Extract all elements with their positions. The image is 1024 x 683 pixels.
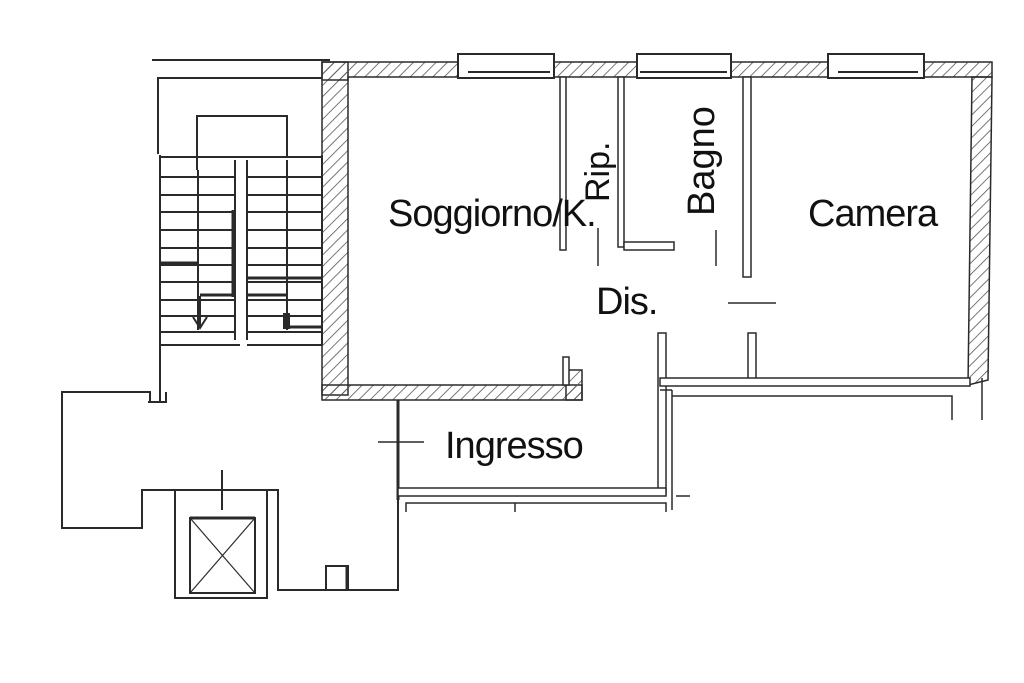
elevator-shaft (174, 470, 268, 599)
window-bagno (636, 53, 732, 79)
room-label-soggiorno: Soggiorno/K. (388, 193, 597, 235)
window-soggiorno (457, 53, 555, 79)
room-label-dis: Dis. (596, 281, 658, 323)
window-camera (827, 53, 925, 79)
staircase (148, 59, 330, 403)
room-label-ingresso: Ingresso (445, 425, 584, 467)
windows (457, 53, 925, 79)
landing-area (61, 391, 400, 591)
door-marks (378, 228, 983, 512)
room-label-bagno: Bagno (681, 106, 723, 216)
partition-walls (397, 76, 971, 497)
room-label-camera: Camera (808, 193, 938, 235)
room-label-rip: Rip. (579, 141, 617, 202)
